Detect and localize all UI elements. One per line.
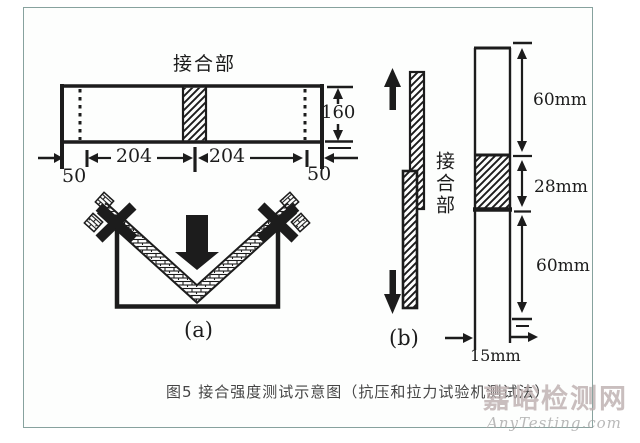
dimension-28mm: 28mm <box>534 177 588 197</box>
dimension-height-160: 160 <box>321 102 356 123</box>
dimension-204-right: 204 <box>208 145 246 167</box>
dimension-50-left: 50 <box>62 165 87 187</box>
pull-up-arrow-icon <box>384 68 401 110</box>
dimension-15mm: 15mm <box>470 346 521 365</box>
top-joint-label: 接合部 <box>173 53 237 75</box>
length-dimension-chain <box>38 147 358 172</box>
panel-b-label: (b) <box>389 326 419 350</box>
panel-a-label: (a) <box>184 318 213 342</box>
watermark-cn: 嘉峪检测网 <box>483 384 628 415</box>
joint-hatch-band <box>181 86 208 142</box>
panel-a-fixture <box>83 191 311 309</box>
figure-caption: 图5 接合强度测试示意图（抗压和拉力试验机测试法） <box>166 383 551 401</box>
panel-b-front-view <box>473 46 512 350</box>
watermark-en: AnyTesting.com <box>487 414 622 432</box>
clamp-right-icon <box>256 191 311 243</box>
dimension-50-right: 50 <box>307 163 332 185</box>
panel-b-side-view <box>384 68 426 314</box>
dimension-204-left: 204 <box>115 145 153 167</box>
u-shaped-support <box>114 227 281 309</box>
height-dimension-160 <box>325 85 353 149</box>
clamp-left-icon <box>83 191 138 243</box>
joint-hatch-section <box>476 156 509 209</box>
top-view-specimen <box>60 84 324 169</box>
pull-down-arrow-icon <box>384 270 401 314</box>
panel-b-joint-label: 接合部 <box>433 151 455 217</box>
dimension-60mm-top: 60mm <box>533 90 587 110</box>
press-down-arrow-icon <box>175 215 219 270</box>
dimension-60mm-bottom: 60mm <box>536 256 590 276</box>
panel-b-dimensions <box>445 41 538 343</box>
